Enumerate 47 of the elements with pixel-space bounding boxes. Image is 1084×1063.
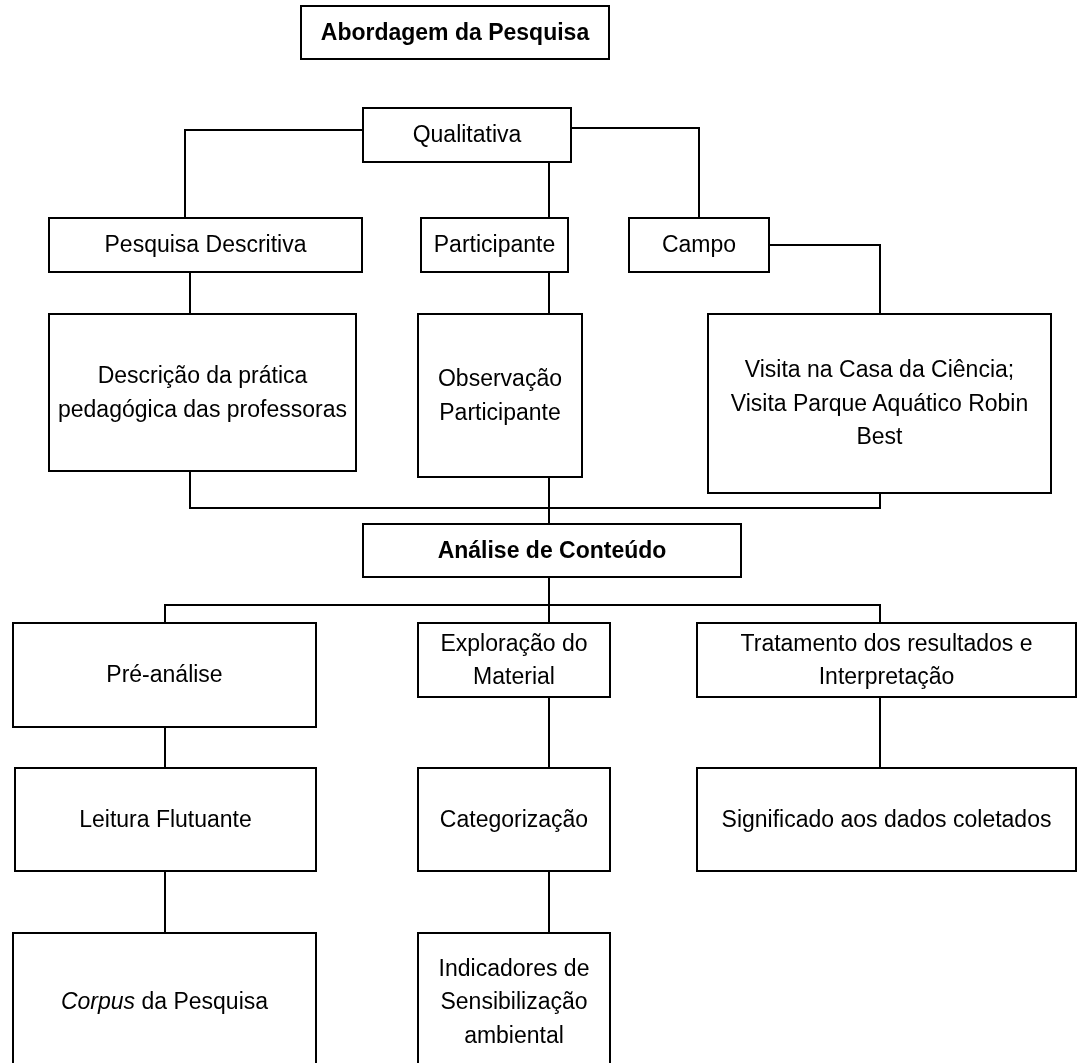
text-box xyxy=(362,523,742,578)
text-box xyxy=(420,217,569,273)
connector-line xyxy=(548,577,881,623)
box-label: Categorização xyxy=(439,804,589,834)
text-box xyxy=(696,622,1077,698)
connector-line xyxy=(548,697,550,768)
box-label: Indicadores de Sensibilização ambiental xyxy=(437,954,591,1050)
connector-line xyxy=(769,244,881,314)
box-label: Tratamento dos resultados e Interpretação xyxy=(739,628,1034,691)
box-label: Pesquisa Descritiva xyxy=(104,230,307,260)
box-label: Exploração do Material xyxy=(439,628,589,691)
box-label: Abordagem da Pesquisa xyxy=(320,17,590,47)
connector-line xyxy=(548,272,550,314)
connector-line xyxy=(184,129,363,218)
box-label: Leitura Flutuante xyxy=(79,804,252,834)
text-box xyxy=(417,767,611,872)
text-box xyxy=(300,5,610,60)
box-label: Participante xyxy=(433,230,556,260)
connector-line xyxy=(571,127,700,218)
box-label: Análise de Conteúdo xyxy=(437,535,667,565)
connector-line xyxy=(879,697,881,768)
text-box xyxy=(417,622,611,698)
text-box xyxy=(12,622,317,728)
text-box xyxy=(48,313,357,472)
connector-line xyxy=(548,493,881,524)
text-box xyxy=(14,767,317,872)
connector-line xyxy=(164,871,166,933)
text-box xyxy=(707,313,1052,494)
box-label: Significado aos dados coletados xyxy=(721,804,1052,834)
text-box xyxy=(628,217,770,273)
connector-line xyxy=(548,162,550,218)
text-box xyxy=(12,932,317,1063)
text-box xyxy=(48,217,363,273)
box-label: Pré-análise xyxy=(106,660,223,690)
text-box xyxy=(417,313,583,478)
text-box xyxy=(417,932,611,1063)
connector-line xyxy=(189,272,191,314)
connector-line xyxy=(164,727,166,768)
connector-line xyxy=(548,871,550,933)
box-label: Visita na Casa da Ciência; Visita Parque Aquático Robin Best xyxy=(729,355,1030,452)
box-label: Descrição da prática pedagógica das professoras xyxy=(58,361,347,424)
box-label: Qualitativa xyxy=(412,120,522,150)
box-label: Corpus da Pesquisa xyxy=(60,987,269,1017)
box-label: Campo xyxy=(661,230,737,260)
text-box xyxy=(362,107,572,163)
text-box xyxy=(696,767,1077,872)
box-label: Observação Participante xyxy=(437,364,563,427)
